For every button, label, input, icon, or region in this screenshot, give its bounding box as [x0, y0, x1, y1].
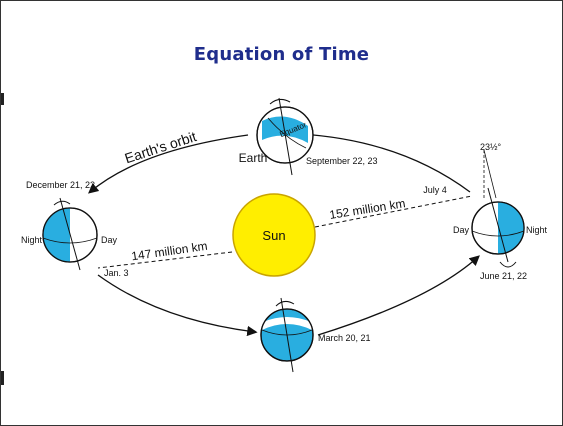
orbit-arc-bottom-left	[97, 274, 258, 337]
perihelion-distance-line	[97, 251, 233, 269]
december-day-label: Day	[101, 235, 118, 245]
aphelion-distance-label: 152 million km	[328, 196, 406, 222]
slide-edge-mark	[1, 93, 4, 105]
tilt-label: 23½°	[480, 142, 502, 152]
december-date-label: December 21, 22	[26, 180, 95, 190]
globe-december	[42, 197, 98, 271]
globe-june	[471, 187, 525, 268]
orbit-arc-top-right	[297, 129, 471, 193]
aphelion-distance-line	[314, 195, 473, 228]
orbit-arc-bottom-right	[317, 255, 480, 336]
june-day-label: Day	[453, 225, 470, 235]
earth-label: Earth	[239, 151, 268, 165]
orbit-arc-top-left	[88, 134, 249, 194]
sun-label: Sun	[262, 228, 285, 243]
march-date-label: March 20, 21	[318, 333, 371, 343]
january-date-label: Jan. 3	[104, 268, 129, 278]
globe-september	[256, 97, 314, 176]
september-date-label: September 22, 23	[306, 156, 378, 166]
june-night-label: Night	[526, 225, 548, 235]
page-title: Equation of Time	[193, 44, 370, 65]
tilt-axis-line	[483, 149, 497, 199]
slide-edge-mark	[1, 371, 4, 385]
globe-march	[260, 297, 314, 373]
july-date-label: July 4	[423, 185, 447, 195]
june-date-label: June 21, 22	[480, 271, 527, 281]
december-night-label: Night	[21, 235, 43, 245]
sun	[232, 193, 316, 277]
